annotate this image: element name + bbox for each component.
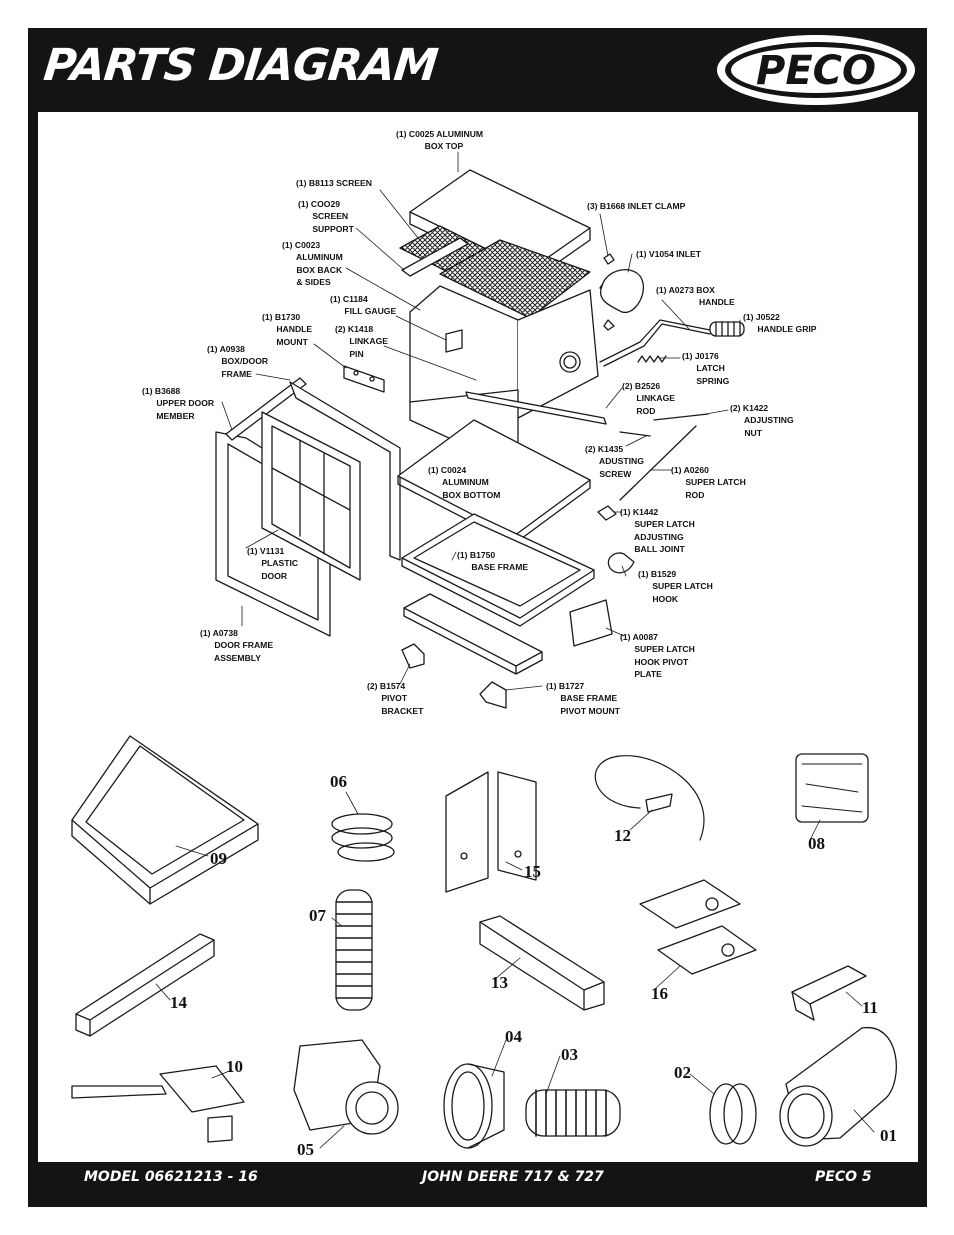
part-number-03: 03 [561,1045,578,1064]
callout-super-latch-rod: (1) A0260 SUPER LATCH ROD [671,465,746,500]
adjusting-nut [653,413,709,421]
part-number-08: 08 [808,834,825,853]
callout-plastic-door: (1) V1131 PLASTIC DOOR [247,546,299,581]
part-16-drawing [639,879,757,975]
callout-hook-pivot-plate: (1) A0087 SUPER LATCH HOOK PIVOT PLATE [620,632,695,679]
part-07-drawing [335,889,373,1011]
callout-ball-joint: (1) K1442 SUPER LATCH ADJUSTING BALL JOI… [620,507,695,554]
callout-box-door-frame: (1) A0938 BOX/DOOR FRAME [207,344,269,379]
part-04-drawing [443,1063,505,1149]
handle-mount [343,365,385,393]
linkage-rod [465,391,607,425]
handle-grip [709,321,745,337]
callout-handle-grip: (1) J0522 HANDLE GRIP [743,312,817,335]
footer-machine: JOHN DEERE 717 & 727 [422,1169,604,1185]
footer-page: PECO 5 [815,1169,872,1185]
part-09-drawing [71,735,259,905]
part-10-drawing [71,1065,245,1143]
callout-linkage-pin: (2) K1418 LINKAGE PIN [335,324,388,359]
part-06-drawing [331,813,395,862]
callout-adjusting-screw: (2) K1435 ADUSTING SCREW [585,444,644,479]
callout-pivot-bracket: (2) B1574 PIVOT BRACKET [367,681,424,716]
callout-screen: (1) B8113 SCREEN [296,178,372,188]
callout-pivot-mount: (1) B1727 BASE FRAME PIVOT MOUNT [546,681,621,716]
callout-super-latch-hook: (1) B1529 SUPER LATCH HOOK [638,569,713,604]
callout-latch-spring: (1) J0176 LATCH SPRING [682,351,730,386]
callout-box-top: (1) C0025 ALUMINUM BOX TOP [396,129,484,152]
super-latch-hook [607,552,635,574]
base-frame [401,513,595,627]
plastic-door [261,411,361,581]
part-number-02: 02 [674,1063,691,1082]
callout-upper-door-member: (1) B3688 UPPER DOOR MEMBER [142,386,215,421]
super-latch-ball-joint [597,505,617,521]
part-number-01: 01 [880,1126,897,1145]
screen-support [401,237,469,277]
part-number-15: 15 [524,862,541,881]
peco-logo: PECO [717,35,915,105]
part-number-06: 06 [330,772,347,791]
part-number-10: 10 [226,1057,243,1076]
callout-base-frame: (1) B1750 BASE FRAME [457,550,529,573]
callout-linkage-rod: (2) B2526 LINKAGE ROD [622,381,675,416]
part-03-drawing [525,1089,621,1137]
adjusting-screw [619,431,651,437]
super-latch-rod [619,425,697,501]
part-number-05: 05 [297,1140,314,1159]
callout-box-bottom: (1) C0024 ALUMINUM BOX BOTTOM [428,465,501,500]
latch-spring [637,355,667,363]
callout-inlet-clamp: (3) B1668 INLET CLAMP [587,201,686,211]
part-15-drawing [445,771,537,893]
callout-adjusting-nut: (2) K1422 ADJUSTING NUT [730,403,794,438]
part-12-drawing [594,755,705,841]
part-number-13: 13 [491,973,508,992]
part-number-07: 07 [309,906,326,925]
box-door-frame [289,381,401,561]
logo-text: PECO [756,48,876,94]
part-number-16: 16 [651,984,668,1003]
part-number-14: 14 [170,993,187,1012]
part-05-drawing [293,1039,399,1135]
fill-gauge [445,329,463,353]
part-08-drawing [795,753,869,823]
callout-box-back-sides: (1) C0023 ALUMINUM BOX BACK & SIDES [282,240,343,287]
inlet [599,269,645,313]
part-number-11: 11 [862,998,879,1017]
pivot-bracket-2 [479,681,507,709]
part-02-drawing [709,1083,757,1145]
callout-box-handle: (1) A0273 BOX HANDLE [656,285,735,308]
number-leaders [155,791,875,1149]
part-number-09: 09 [210,849,227,868]
callout-inlet: (1) V1054 INLET [636,249,701,259]
footer-model: MODEL 06621213 - 16 [84,1169,258,1185]
leader-lines [221,151,741,691]
base-frame-pivot-mount [403,593,543,675]
callout-fill-gauge: (1) C1184 FILL GAUGE [330,294,397,317]
part-13-drawing [479,915,605,1011]
callout-door-frame-assembly: (1) A0738 DOOR FRAME ASSEMBLY [200,628,274,663]
pivot-bracket [401,643,425,669]
part-11-drawing [791,965,867,1021]
callout-handle-mount: (1) B1730 HANDLE MOUNT [262,312,313,347]
part-01-drawing [779,1027,897,1147]
part-number-04: 04 [505,1027,522,1046]
part-14-drawing [75,933,215,1037]
upper-door-member [225,377,307,441]
callout-screen-support: (1) COO29 SCREEN SUPPORT [298,199,354,234]
box-back-and-sides [409,285,599,471]
part-number-12: 12 [614,826,631,845]
hook-pivot-plate [569,599,613,647]
